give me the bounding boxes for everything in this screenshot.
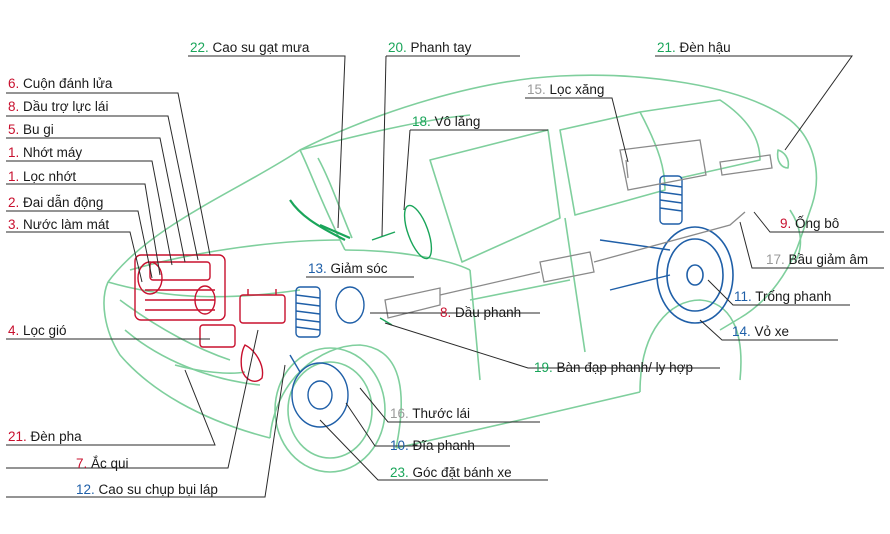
label-number: 6. [8, 76, 19, 91]
label-text: Góc đặt bánh xe [413, 465, 512, 480]
label-number: 12. [76, 482, 95, 497]
label-number: 15. [527, 82, 546, 97]
label-text: Ống bô [795, 216, 839, 231]
label-number: 1. [8, 169, 19, 184]
front-suspension [289, 286, 365, 428]
label-text: Cuộn đánh lửa [23, 76, 113, 91]
label-number: 8. [440, 305, 451, 320]
label-vo-xe: 14. Vỏ xe [732, 324, 789, 339]
label-text: Đĩa phanh [413, 438, 475, 453]
label-number: 5. [8, 122, 19, 137]
label-text: Dầu phanh [455, 305, 521, 320]
label-text: Vỏ xe [755, 324, 790, 339]
label-number: 8. [8, 99, 19, 114]
label-ban-dap-phanh: 19. Bàn đạp phanh/ ly hợp [534, 360, 693, 375]
label-den-pha: 21. Đèn pha [8, 429, 82, 444]
label-number: 13. [308, 261, 327, 276]
label-text: Bầu giảm âm [789, 252, 869, 267]
label-text: Phanh tay [411, 40, 472, 55]
label-vo-lang: 18. Vô lăng [412, 114, 480, 129]
label-loc-nhot: 1. Lọc nhớt [8, 169, 76, 184]
label-goc-dat-banh-xe: 23. Góc đặt bánh xe [390, 465, 512, 480]
label-text: Thước lái [412, 406, 470, 421]
label-dia-phanh: 10. Đĩa phanh [390, 438, 475, 453]
label-text: Lọc xăng [550, 82, 605, 97]
label-nhot-may: 1. Nhớt máy [8, 145, 82, 160]
label-number: 3. [8, 217, 19, 232]
label-text: Cao su gạt mưa [213, 40, 310, 55]
label-number: 23. [390, 465, 409, 480]
label-ac-qui: 7. Ắc qui [76, 456, 129, 471]
label-phanh-tay: 20. Phanh tay [388, 40, 472, 55]
label-text: Đai dẫn động [23, 195, 103, 210]
label-number: 16. [390, 406, 409, 421]
label-cao-su-chup-bui-lap: 12. Cao su chụp bụi láp [76, 482, 218, 497]
label-text: Nhớt máy [23, 145, 82, 160]
label-number: 4. [8, 323, 19, 338]
label-text: Lọc gió [23, 323, 67, 338]
label-number: 18. [412, 114, 431, 129]
steering-and-brake [371, 204, 433, 326]
label-number: 1. [8, 145, 19, 160]
label-cao-su-gat-mua: 22. Cao su gạt mưa [190, 40, 310, 55]
label-number: 11. [734, 289, 752, 304]
exhaust-and-fuel [384, 139, 773, 319]
label-text: Trống phanh [755, 289, 831, 304]
label-dau-phanh: 8. Dầu phanh [440, 305, 521, 320]
label-text: Cao su chụp bụi láp [99, 482, 218, 497]
label-cuon-danh-lua: 6. Cuộn đánh lửa [8, 76, 113, 91]
label-loc-xang: 15. Lọc xăng [527, 82, 604, 97]
label-number: 9. [780, 216, 791, 231]
label-number: 20. [388, 40, 407, 55]
car-body [103, 74, 818, 473]
label-bu-gi: 5. Bu gi [8, 122, 54, 137]
label-ong-bo: 9. Ống bô [780, 216, 839, 231]
label-text: Bu gi [23, 122, 54, 137]
label-den-hau: 21. Đèn hậu [657, 40, 731, 55]
label-text: Vô lăng [435, 114, 481, 129]
label-number: 14. [732, 324, 751, 339]
label-number: 17. [766, 252, 785, 267]
label-text: Bàn đạp phanh/ ly hợp [557, 360, 693, 375]
label-number: 21. [8, 429, 27, 444]
rear-suspension [599, 175, 683, 291]
label-number: 10. [390, 438, 409, 453]
label-dau-tro-luc-lai: 8. Dầu trợ lực lái [8, 99, 108, 114]
label-bau-giam-am: 17. Bầu giảm âm [766, 252, 868, 267]
label-thuoc-lai: 16. Thước lái [390, 406, 470, 421]
label-text: Dầu trợ lực lái [23, 99, 108, 114]
label-text: Ắc qui [91, 456, 129, 471]
label-text: Lọc nhớt [23, 169, 76, 184]
label-text: Nước làm mát [23, 217, 109, 232]
label-loc-gio: 4. Lọc gió [8, 323, 67, 338]
label-number: 19. [534, 360, 553, 375]
label-trong-phanh: 11. Trống phanh [734, 289, 831, 304]
label-text: Giảm sóc [331, 261, 388, 276]
label-dai-dan-dong: 2. Đai dẫn động [8, 195, 103, 210]
label-number: 21. [657, 40, 676, 55]
label-number: 7. [76, 456, 87, 471]
label-text: Đèn pha [31, 429, 83, 444]
label-nuoc-lam-mat: 3. Nước làm mát [8, 217, 109, 232]
label-number: 2. [8, 195, 19, 210]
engine-block [134, 254, 286, 382]
leader-lines [6, 55, 884, 498]
label-number: 22. [190, 40, 209, 55]
label-giam-soc: 13. Giảm sóc [308, 261, 388, 276]
label-text: Đèn hậu [680, 40, 731, 55]
label-group: 6. Cuộn đánh lửa 8. Dầu trợ lực lái 5. B… [8, 40, 868, 497]
